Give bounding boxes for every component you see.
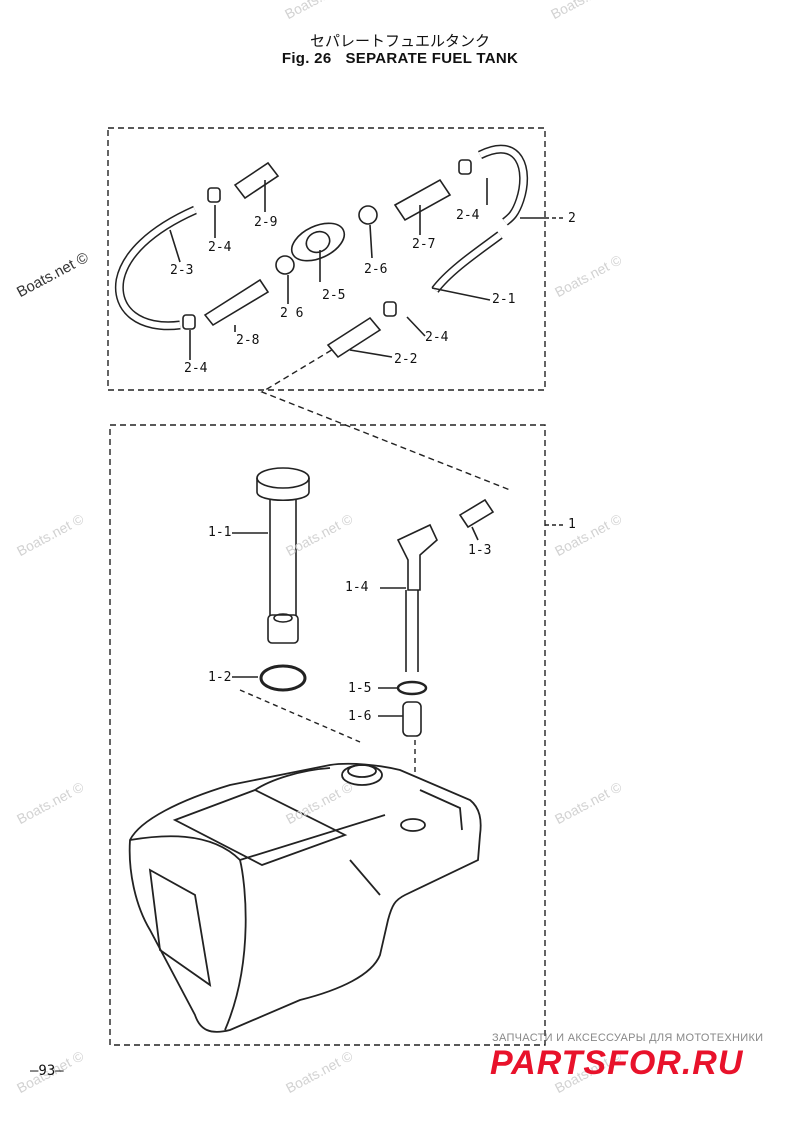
callout-1-1: 1-1: [208, 525, 232, 540]
callout-2-2: 2-2: [394, 352, 418, 367]
callout-2-8: 2-8: [236, 333, 260, 348]
callout-2-6: 2-6: [364, 262, 388, 277]
clamp-2-4-c: [458, 159, 472, 175]
o-ring-1-2: [259, 664, 307, 692]
pickup-tube-1-4: [405, 590, 419, 672]
callout-1-6: 1-6: [348, 709, 372, 724]
gauge-tube: [269, 500, 297, 620]
callout-2-4: 2-4: [425, 330, 449, 345]
callout-2-5: 2-5: [322, 288, 346, 303]
connector-2-9: [233, 161, 280, 200]
filter-1-6: [402, 701, 422, 737]
figure-number: Fig. 26: [281, 50, 332, 67]
valve-2-7: [393, 178, 452, 222]
ring-2-6-a: [358, 205, 378, 225]
callout-1-2: 1-2: [208, 670, 232, 685]
callout-1-5: 1-5: [348, 681, 372, 696]
gauge-float: [267, 614, 299, 644]
clamp-2-4-b: [182, 314, 196, 330]
fuel-tank: [128, 762, 482, 1033]
figure-title: Fig. 26 SEPARATE FUEL TANK: [0, 50, 800, 67]
callout-1-4: 1-4: [345, 580, 369, 595]
callout-1-3: 1-3: [468, 543, 492, 558]
ring-2-6-b: [275, 255, 295, 275]
brand-logo: PARTSFOR.RU: [490, 1044, 744, 1082]
clamp-2-4-d: [383, 301, 397, 317]
primer-bulb-2-5: [290, 222, 346, 262]
page-number: —93—: [30, 1063, 64, 1079]
brand-tagline: ЗАПЧАСТИ И АКСЕССУАРЫ ДЛЯ МОТОТЕХНИКИ: [492, 1032, 764, 1044]
callout-2-7: 2-7: [412, 237, 436, 252]
callout-2-3: 2-3: [170, 263, 194, 278]
callout-2-1: 2-1: [492, 292, 516, 307]
ring-1-5: [396, 680, 428, 696]
figure-title-text: SEPARATE FUEL TANK: [345, 50, 519, 67]
group-1-boundary: [109, 424, 546, 1046]
elbow-1-4: [396, 523, 438, 591]
callout-2-4: 2-4: [456, 208, 480, 223]
clamp-2-4-a: [207, 187, 221, 203]
connector-2-2: [326, 316, 382, 359]
callout-1: 1: [568, 517, 576, 532]
pickup-port: [400, 818, 426, 832]
group-2-boundary: [107, 127, 546, 391]
callout-2-4: 2-4: [184, 361, 208, 376]
callout-2-9: 2-9: [254, 215, 278, 230]
valve-2-8: [203, 278, 270, 327]
callout-2: 2: [568, 211, 576, 226]
callout-2-4: 2-4: [208, 240, 232, 255]
title-japanese: セパレートフュエルタンク: [309, 32, 490, 50]
gauge-cap-1-1: [256, 467, 310, 489]
joint-1-3: [458, 498, 495, 529]
callout-2-6: 2 6: [280, 306, 304, 321]
